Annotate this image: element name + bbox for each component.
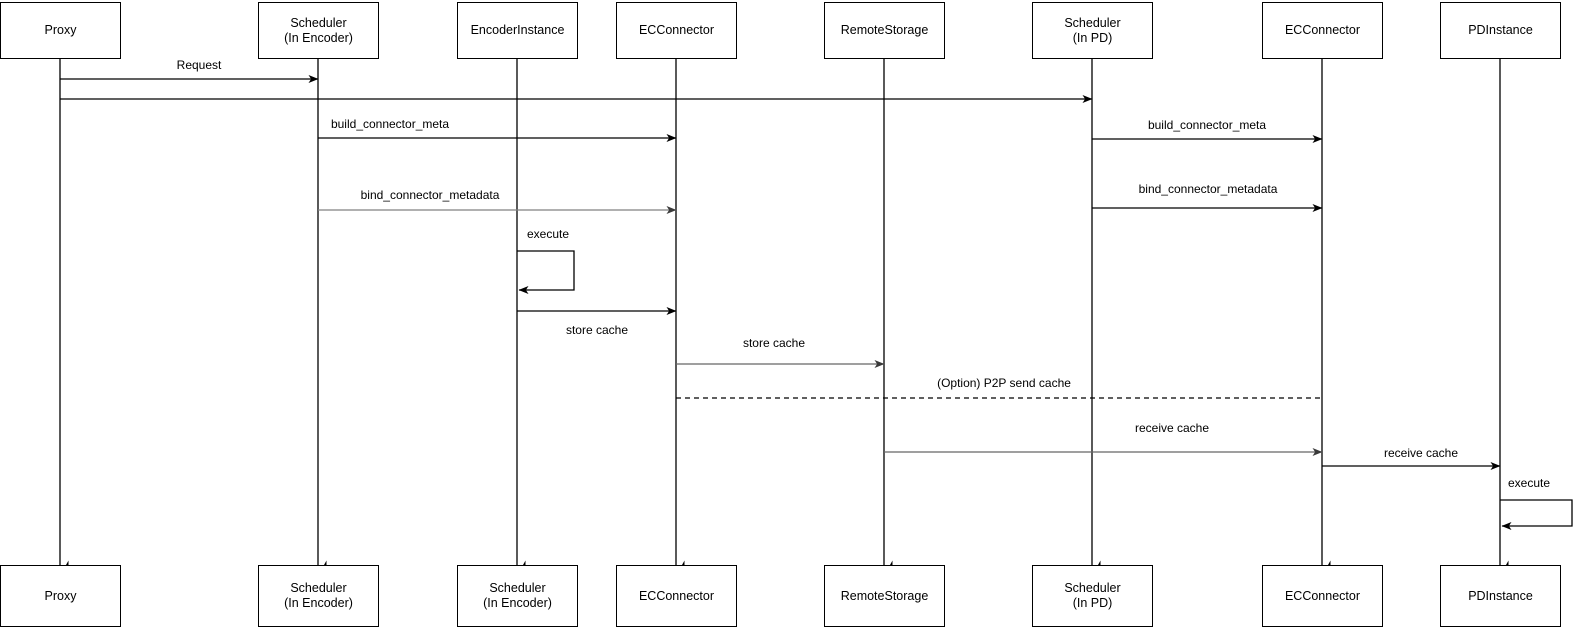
participant-bottom-remote-storage[interactable]: RemoteStorage [824,565,945,627]
participant-top-scheduler-enc[interactable]: Scheduler (In Encoder) [258,2,379,59]
message-label-execute-right: execute [1508,476,1551,490]
participant-bottom-label: ECConnector [638,588,715,603]
participant-bottom-label: Scheduler (In Encoder) [483,581,552,610]
message-label-store-cache-1: store cache [565,323,629,337]
messages-layer [60,75,1573,530]
participant-top-label: Scheduler (In Encoder) [284,15,353,45]
participant-top-label: ECConnector [638,23,715,37]
participant-bottom-proxy[interactable]: Proxy [0,565,121,627]
participant-top-scheduler-pd[interactable]: Scheduler (In PD) [1032,2,1153,59]
participant-bottom-scheduler-enc[interactable]: Scheduler (In Encoder) [258,565,379,627]
lifelines-layer [59,59,1509,570]
participant-bottom-label: RemoteStorage [840,588,929,603]
message-label-store-cache-2: store cache [742,336,806,350]
message-execute-right[interactable] [1500,499,1573,530]
participant-top-remote-storage[interactable]: RemoteStorage [824,2,945,59]
participant-bottom-label: Scheduler (In Encoder) [284,581,353,610]
participant-bottom-scheduler-pd[interactable]: Scheduler (In PD) [1032,565,1153,627]
participant-top-label: Proxy [44,23,77,37]
participant-top-ec-connector-b[interactable]: ECConnector [1262,2,1383,59]
message-label-p2p-send-cache: (Option) P2P send cache [937,376,1071,390]
participant-bottom-label: Proxy [44,588,77,603]
message-label-build-meta-left: build_connector_meta [330,117,450,131]
message-label-request: Request [176,58,222,72]
participant-top-proxy[interactable]: Proxy [0,2,121,59]
participant-bottom-ec-connector-a[interactable]: ECConnector [616,565,737,627]
message-label-receive-cache-2: receive cache [1383,446,1459,460]
message-label-bind-meta-right: bind_connector_metadata [1138,182,1278,196]
participant-top-label: Scheduler (In PD) [1064,15,1121,45]
message-label-receive-cache-1: receive cache [1134,421,1210,435]
participant-bottom-label: ECConnector [1284,588,1361,603]
participant-bottom-label: Scheduler (In PD) [1064,581,1121,610]
participant-top-ec-connector-a[interactable]: ECConnector [616,2,737,59]
participant-top-label: EncoderInstance [470,23,565,37]
participant-top-label: PDInstance [1468,23,1533,37]
message-execute-left[interactable] [517,250,575,294]
message-label-bind-meta-left: bind_connector_metadata [360,188,500,202]
participant-top-label: RemoteStorage [840,23,929,37]
message-label-execute-left: execute [527,227,570,241]
participant-top-encoder-instance[interactable]: EncoderInstance [457,2,578,59]
participant-bottom-pd-instance[interactable]: PDInstance [1440,565,1561,627]
message-label-build-meta-right: build_connector_meta [1147,118,1267,132]
participant-bottom-ec-connector-b[interactable]: ECConnector [1262,565,1383,627]
participant-bottom-label: PDInstance [1468,588,1533,603]
participant-top-label: ECConnector [1284,23,1361,37]
participant-bottom-encoder-instance[interactable]: Scheduler (In Encoder) [457,565,578,627]
participant-top-pd-instance[interactable]: PDInstance [1440,2,1561,59]
